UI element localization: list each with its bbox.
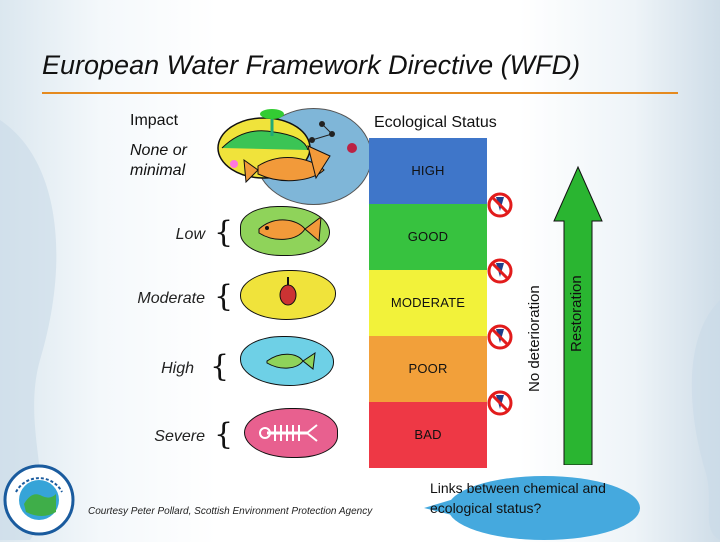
environmental-institute-logo (3, 464, 75, 536)
courtesy-credit: Courtesy Peter Pollard, Scottish Environ… (88, 506, 373, 517)
pristine-ecosystem-drawing (217, 109, 357, 184)
question-callout-text: Links between chemical and ecological st… (430, 480, 606, 516)
no-deterioration-icon (487, 324, 513, 350)
impact-high-fish-blob (240, 336, 334, 386)
status-high: HIGH (369, 138, 487, 204)
impact-moderate-blob (240, 270, 336, 320)
slide-title: European Water Framework Directive (WFD) (42, 50, 581, 80)
ecological-status-header: Ecological Status (374, 114, 497, 131)
impact-header: Impact (130, 112, 179, 129)
title-underline (42, 92, 678, 94)
no-deterioration-icon (487, 390, 513, 416)
impact-low-label: Low (175, 226, 205, 243)
brace-high: { (210, 349, 230, 384)
brace-low: { (214, 215, 234, 250)
no-deterioration-label: No deterioration (526, 285, 543, 392)
status-bad: BAD (369, 402, 487, 468)
no-deterioration-icon (487, 192, 513, 218)
status-good: GOOD (369, 204, 487, 270)
restoration-label: Restoration (568, 275, 585, 352)
brace-moderate: { (214, 279, 234, 314)
impact-severe-skeleton-blob (244, 408, 338, 458)
status-moderate: MODERATE (369, 270, 487, 336)
impact-low-fish-blob (240, 206, 330, 256)
impact-none-label: None or minimal (130, 142, 187, 179)
question-callout-shape (424, 476, 640, 540)
restoration-arrow (553, 165, 603, 465)
status-poor: POOR (369, 336, 487, 402)
brace-severe: { (214, 417, 234, 452)
impact-severe-label: Severe (154, 428, 205, 445)
no-deterioration-icon (487, 258, 513, 284)
impact-moderate-label: Moderate (137, 290, 205, 307)
impact-high-label: High (161, 360, 194, 377)
